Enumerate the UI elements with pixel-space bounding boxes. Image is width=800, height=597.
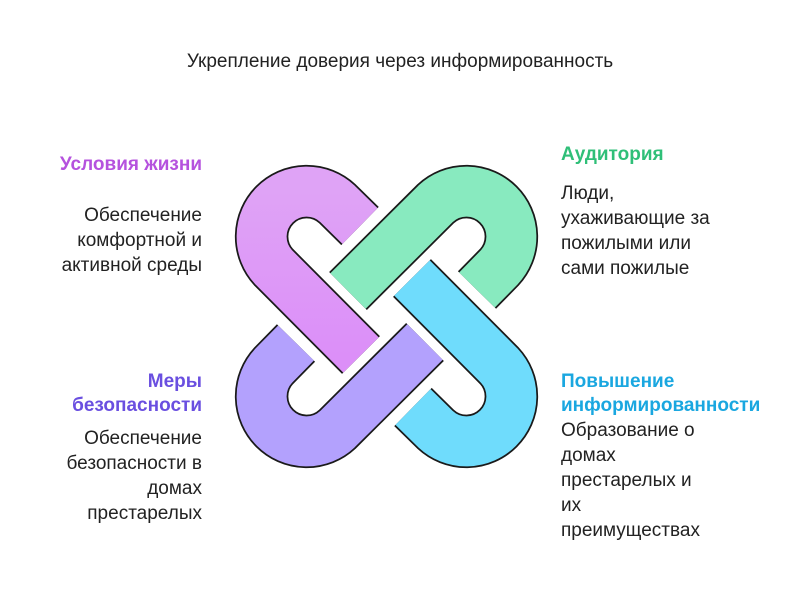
heading-safety: Меры безопасности xyxy=(20,370,202,418)
heading-line: информированности xyxy=(561,395,761,416)
desc-line: домах xyxy=(561,445,616,466)
heading-awareness: Повышение информированности xyxy=(561,370,791,418)
desc-line: ухаживающие за xyxy=(561,208,710,229)
desc-line: Люди, xyxy=(561,183,615,204)
desc-line: сами пожилые xyxy=(561,258,690,279)
desc-line: престарелых xyxy=(87,503,202,524)
desc-line: домах xyxy=(147,478,202,499)
block-audience: Аудитория Люди, ухаживающие за пожилыми … xyxy=(561,143,761,281)
description-living-conditions: Обеспечение комфортной и активной среды xyxy=(20,203,202,278)
desc-line: Обеспечение xyxy=(84,428,202,449)
heading-line: Повышение xyxy=(561,371,675,392)
desc-line: комфортной и xyxy=(77,230,202,251)
block-living-conditions: Условия жизни Обеспечение комфортной и а… xyxy=(20,153,202,278)
block-awareness: Повышение информированности Образование … xyxy=(561,370,791,543)
description-safety: Обеспечение безопасности в домах престар… xyxy=(20,426,203,526)
desc-line: пожилыми или xyxy=(561,233,691,254)
desc-line: преимуществах xyxy=(561,520,700,541)
desc-line: Образование о xyxy=(561,420,695,441)
desc-line: их xyxy=(561,495,582,516)
heading-line: безопасности xyxy=(72,395,202,416)
description-audience: Люди, ухаживающие за пожилыми или сами п… xyxy=(561,181,761,281)
block-safety: Меры безопасности Обеспечение безопаснос… xyxy=(20,370,203,526)
desc-line: активной среды xyxy=(61,255,202,276)
diagram-title: Укрепление доверия через информированнос… xyxy=(186,51,614,72)
heading-line: Меры xyxy=(147,371,202,392)
desc-line: престарелых и xyxy=(561,470,692,491)
desc-line: безопасности в xyxy=(66,453,203,474)
desc-line: Обеспечение xyxy=(84,205,202,226)
heading-audience: Аудитория xyxy=(561,144,664,165)
heading-living-conditions: Условия жизни xyxy=(59,154,202,175)
description-awareness: Образование о домах престарелых и их пре… xyxy=(561,418,791,543)
